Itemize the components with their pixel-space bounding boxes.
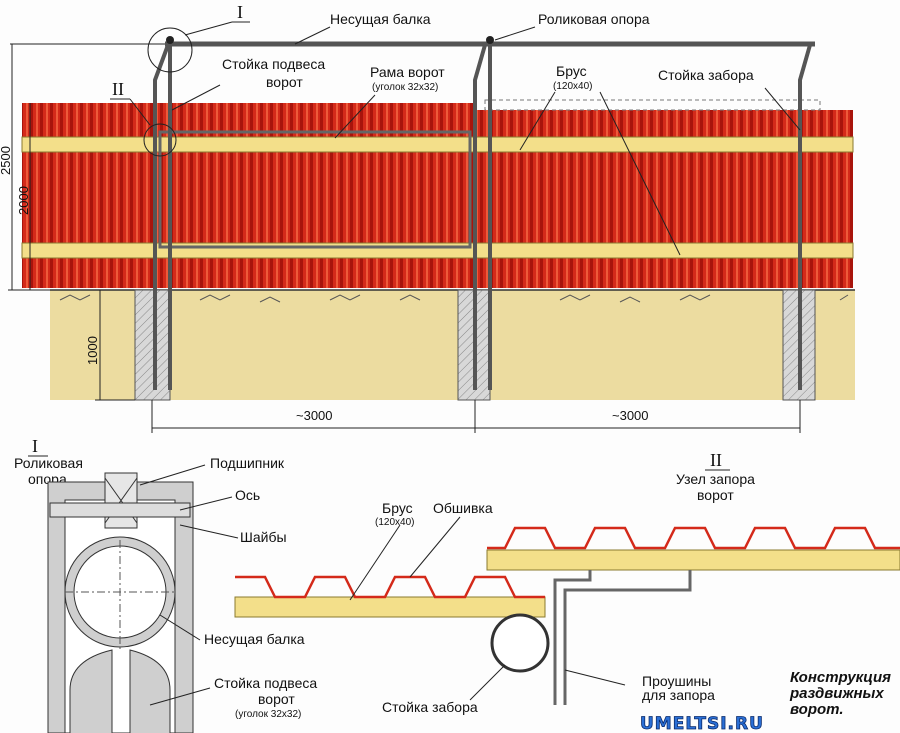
detail-1-title: Роликовая <box>14 455 83 471</box>
marker-1: I <box>237 2 243 22</box>
label-eyelets: Проушины <box>642 673 711 689</box>
dim-height-fence: 2000 <box>16 186 31 215</box>
caption-line-1: Конструкция <box>790 669 891 686</box>
detail-marker-1-circle <box>147 27 193 73</box>
label-gate-frame: Рама ворот <box>370 64 445 80</box>
dim-height-ground: 1000 <box>85 336 100 365</box>
marker-2: II <box>112 79 124 99</box>
label-washers: Шайбы <box>240 529 287 545</box>
detail-2-marker: II <box>710 450 722 470</box>
label-detail-fence-post: Стойка забора <box>382 699 478 715</box>
gate-post-foundation <box>134 289 171 401</box>
dim-span-1: ~3000 <box>296 408 333 423</box>
label-beam: Брус <box>556 63 587 79</box>
label-gate-post: Стойка подвеса <box>222 56 325 72</box>
caption-line-2: раздвижных <box>789 685 884 702</box>
label-fence-post: Стойка забора <box>658 67 754 83</box>
label-beam-spec: (120х40) <box>553 81 592 92</box>
label-axle: Ось <box>235 487 260 503</box>
label-detail-post-2: ворот <box>258 691 295 707</box>
detail-2-title: Узел запора <box>676 471 755 487</box>
label-detail-load-beam: Несущая балка <box>204 631 305 647</box>
detail-roller-support: I Роликовая опора Подшипник Ось Шайбы Не… <box>14 436 317 733</box>
label-gate-post-2: ворот <box>266 74 303 90</box>
ground-hatching <box>59 294 849 303</box>
label-load-beam: Несущая балка <box>330 11 431 27</box>
label-eyelets-2: для запора <box>642 687 715 703</box>
dim-span-2: ~3000 <box>612 408 649 423</box>
dim-height-total: 2500 <box>0 146 13 175</box>
label-detail-beam-spec: (120х40) <box>375 517 414 528</box>
detail-marker-2-circle <box>143 123 177 157</box>
timber-beam-lower <box>21 242 854 259</box>
dimension-lines <box>8 43 801 433</box>
label-gate-frame-spec: (уголок 32х32) <box>372 82 438 93</box>
label-detail-beam: Брус <box>382 500 413 516</box>
detail-gate-lock: II Узел запора ворот Брус (120х40) Обшив… <box>234 450 900 715</box>
detail-1-marker: I <box>32 436 38 456</box>
gate-frame <box>158 130 472 249</box>
watermark: UMELTSI.RU <box>640 714 764 733</box>
timber-beam-upper <box>21 136 854 153</box>
detail-2-title-2: ворот <box>697 487 734 503</box>
label-bearing: Подшипник <box>210 455 285 471</box>
label-cladding: Обшивка <box>433 500 493 516</box>
label-detail-post: Стойка подвеса <box>214 675 317 691</box>
caption-line-3: ворот. <box>790 701 843 718</box>
posts <box>134 44 816 401</box>
label-detail-post-spec: (уголок 32х32) <box>235 709 301 720</box>
ground <box>50 290 855 400</box>
label-roller-support: Роликовая опора <box>538 11 650 27</box>
